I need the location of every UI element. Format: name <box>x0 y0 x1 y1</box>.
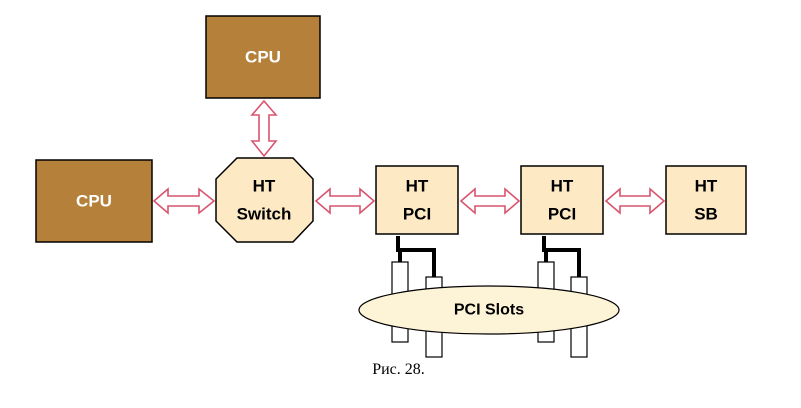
ht-switch-line2: Switch <box>237 205 292 224</box>
arrow-pci1-pci2 <box>459 187 521 215</box>
arrow-cpu-left-switch <box>152 187 216 215</box>
ht-pci-1-line2: PCI <box>403 205 431 224</box>
ht-pci-2-line2: PCI <box>548 205 576 224</box>
ht-pci-1-node: HT PCI <box>375 165 459 235</box>
pci-slots-ellipse: PCI Slots <box>358 285 620 335</box>
ht-pci-2-node: HT PCI <box>520 165 604 235</box>
pci-bus-2 <box>542 236 581 277</box>
arrow-switch-pci1 <box>314 187 376 215</box>
ht-sb-line1: HT <box>695 177 718 196</box>
ht-pci-1-line1: HT <box>406 177 429 196</box>
ht-pci-2-line1: HT <box>551 177 574 196</box>
figure-caption: Рис. 28. <box>372 361 425 378</box>
cpu-left-node: CPU <box>35 159 153 243</box>
pci-slots-label: PCI Slots <box>454 302 524 319</box>
ht-switch-node: HT Switch <box>215 157 314 243</box>
cpu-left-label: CPU <box>76 192 112 211</box>
arrow-cpu-top-switch <box>250 99 278 158</box>
ht-sb-node: HT SB <box>665 165 747 235</box>
pci-bus-1 <box>396 236 436 277</box>
ht-switch-line1: HT <box>253 177 276 196</box>
ht-sb-line2: SB <box>694 205 718 224</box>
cpu-top-node: CPU <box>205 15 321 99</box>
cpu-top-label: CPU <box>245 48 281 67</box>
arrow-pci2-sb <box>604 187 666 215</box>
